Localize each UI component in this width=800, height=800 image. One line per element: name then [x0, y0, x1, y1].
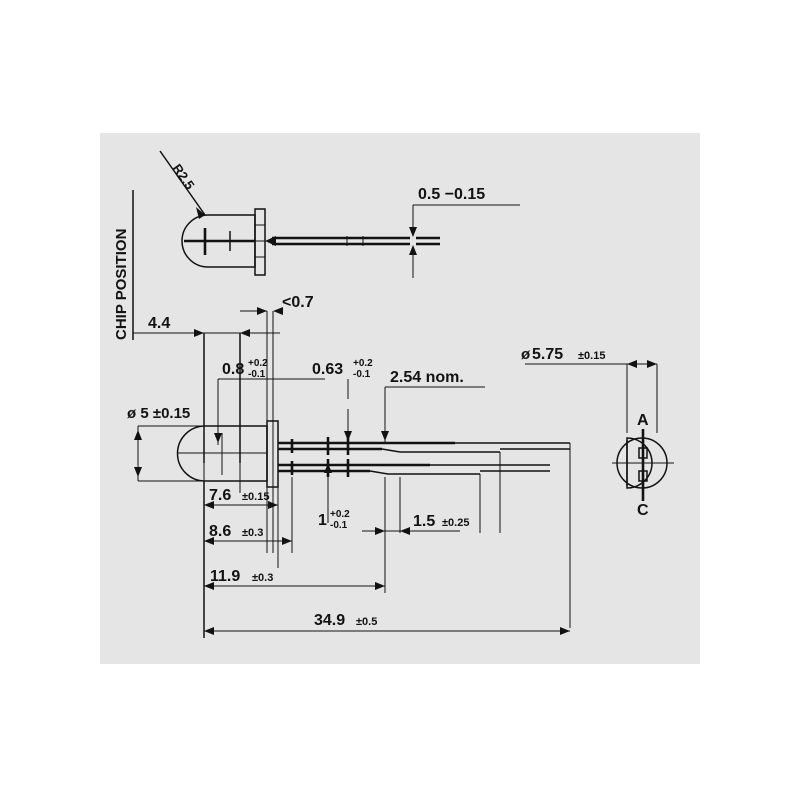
lead-step-dimension — [362, 527, 460, 535]
chip-offset-dimension — [133, 329, 280, 337]
lead-spacing-plus-tol: +0.2 — [330, 509, 350, 520]
top-view-lead — [265, 236, 440, 246]
radius-callout-label: R2.5 — [170, 161, 198, 192]
lead-spacing-label: 1 — [318, 512, 327, 529]
led-outline-drawing: CHIP POSITION R2.5 — [113, 150, 674, 638]
upper-lead-width-minus-tol: -0.1 — [248, 369, 266, 380]
body-length-2-label: 8.6 — [209, 523, 231, 540]
lower-lead-width-dimension — [344, 379, 352, 441]
front-view-lead-sections — [638, 447, 648, 482]
top-view-centerline — [184, 228, 255, 255]
lead-spacing-minus-tol: -0.1 — [330, 520, 348, 531]
upper-lead-width-dimension — [214, 378, 325, 445]
lead-spacing-dimension — [324, 463, 332, 523]
body-length-1-tol: ±0.15 — [242, 491, 269, 503]
body-length-3-tol: ±0.3 — [252, 572, 273, 584]
lower-lead-width-minus-tol: -0.1 — [353, 369, 371, 380]
body-length-1-dimension — [204, 501, 278, 509]
flange-diameter-tol: ±0.15 — [578, 350, 605, 362]
total-length-label: 34.9 — [314, 612, 345, 629]
side-view-leads — [278, 437, 570, 477]
total-length-dimension — [204, 627, 570, 635]
total-length-tol: ±0.5 — [356, 616, 377, 628]
flange-diameter-prefix: ø — [521, 346, 531, 363]
front-view-axes — [612, 429, 674, 501]
lead-pitch-dimension — [381, 386, 485, 443]
drawing-canvas: CHIP POSITION R2.5 — [100, 133, 700, 664]
lower-lead-width-plus-tol: +0.2 — [353, 358, 373, 369]
flange-thickness-dimension — [240, 307, 283, 315]
lead-step-label: 1.5 — [413, 513, 435, 530]
body-length-3-label: 11.9 — [210, 568, 240, 585]
lead-thickness-dimension — [409, 204, 520, 278]
chip-position-label: CHIP POSITION — [113, 229, 130, 340]
lower-lead-width-label: 0.63 — [312, 361, 343, 378]
body-diameter-dimension — [134, 425, 204, 482]
lead-step-tol: ±0.25 — [442, 517, 469, 529]
body-length-2-dimension — [204, 537, 292, 545]
body-diameter-label: ø 5 ±0.15 — [127, 405, 190, 422]
side-view-led-body — [176, 420, 279, 488]
lead-thickness-label: 0.5 −0.15 — [418, 186, 485, 203]
flange-thickness-label: <0.7 — [282, 294, 314, 311]
body-length-1-label: 7.6 — [209, 487, 231, 504]
flange-diameter-label: 5.75 — [532, 346, 563, 363]
upper-lead-width-label: 0.8 — [222, 361, 244, 378]
body-length-2-tol: ±0.3 — [242, 527, 263, 539]
anode-label: A — [637, 412, 649, 429]
flange-diameter-dimension — [525, 360, 658, 433]
side-view-centerline — [178, 433, 267, 475]
body-length-3-dimension — [204, 582, 385, 590]
lead-pitch-label: 2.54 nom. — [390, 369, 464, 386]
upper-lead-width-plus-tol: +0.2 — [248, 358, 268, 369]
cathode-label: C — [637, 502, 649, 519]
chip-offset-label: 4.4 — [148, 315, 170, 332]
